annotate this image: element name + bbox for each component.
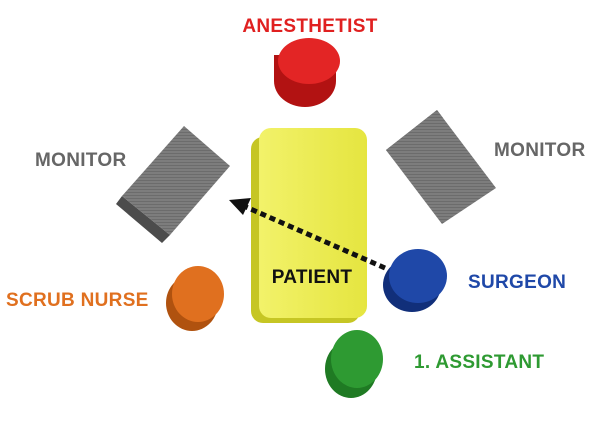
monitor-right-label: MONITOR	[494, 140, 585, 161]
scrub-nurse-label: SCRUB NURSE	[6, 290, 149, 311]
anesthetist-figure	[274, 38, 340, 107]
monitor-right-shape	[386, 110, 496, 224]
monitor-left-label: MONITOR	[35, 150, 126, 171]
scrub-nurse-figure	[166, 266, 224, 331]
patient-table	[251, 128, 367, 323]
surgeon-figure	[383, 249, 447, 312]
assistant-figure	[325, 330, 383, 398]
assistant-label: 1. ASSISTANT	[414, 352, 544, 373]
patient-label: PATIENT	[272, 267, 353, 288]
anesthetist-label: ANESTHETIST	[242, 16, 377, 37]
monitor-left-shape	[116, 126, 230, 243]
sightline-arrow	[229, 198, 387, 271]
surgeon-label: SURGEON	[468, 272, 566, 293]
